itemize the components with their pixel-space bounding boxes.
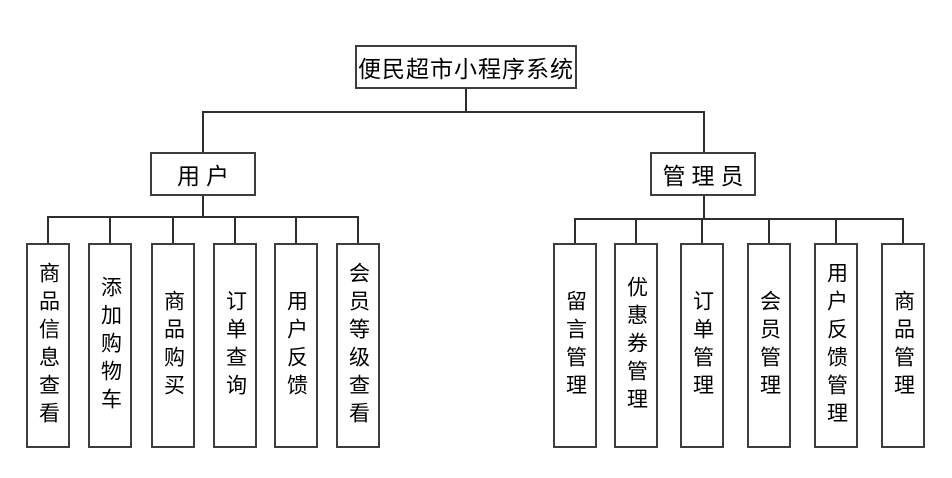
node-admin-label: 管理员 bbox=[662, 164, 750, 189]
connector-leaf-drop bbox=[357, 216, 359, 243]
connector-leaf-drop bbox=[902, 218, 904, 243]
connector-leaf-drop bbox=[295, 216, 297, 243]
connector-root-drop bbox=[465, 89, 467, 112]
connector-leaf-drop bbox=[768, 218, 770, 243]
leaf-label: 优惠券管理 bbox=[624, 275, 649, 416]
leaf-coupon-management: 优惠券管理 bbox=[614, 243, 658, 448]
leaf-label: 商品管理 bbox=[891, 289, 916, 402]
connector-leaf-drop bbox=[234, 216, 236, 243]
leaf-label: 商品购买 bbox=[161, 289, 186, 402]
leaf-label: 用户反馈 bbox=[284, 289, 309, 402]
connector-leaf-drop bbox=[635, 218, 637, 243]
connector-admin-bus bbox=[574, 218, 904, 220]
node-root-label: 便民超市小程序系统 bbox=[358, 57, 574, 82]
node-root-system: 便民超市小程序系统 bbox=[355, 45, 577, 89]
connector-leaf-drop bbox=[109, 216, 111, 243]
leaf-label: 用户反馈管理 bbox=[824, 261, 849, 430]
leaf-product-purchase: 商品购买 bbox=[151, 243, 195, 448]
node-user: 用户 bbox=[150, 152, 256, 196]
node-admin: 管理员 bbox=[650, 152, 756, 196]
leaf-product-management: 商品管理 bbox=[881, 243, 925, 448]
leaf-label: 留言管理 bbox=[563, 289, 588, 402]
connector-leaf-drop bbox=[172, 216, 174, 243]
connector-level2-bus bbox=[202, 111, 704, 113]
leaf-user-feedback: 用户反馈 bbox=[274, 243, 318, 448]
connector-user-bus bbox=[47, 216, 359, 218]
connector-leaf-drop bbox=[47, 216, 49, 243]
leaf-label: 添加购物车 bbox=[98, 275, 123, 416]
leaf-label: 商品信息查看 bbox=[36, 261, 61, 430]
connector-admin-stem bbox=[703, 196, 705, 219]
connector-user-drop bbox=[202, 111, 204, 152]
leaf-label: 订单管理 bbox=[690, 289, 715, 402]
node-user-label: 用户 bbox=[177, 164, 235, 189]
leaf-label: 订单查询 bbox=[223, 289, 248, 402]
leaf-member-management: 会员管理 bbox=[747, 243, 791, 448]
leaf-add-to-cart: 添加购物车 bbox=[88, 243, 132, 448]
leaf-label: 会员管理 bbox=[757, 289, 782, 402]
leaf-order-management: 订单管理 bbox=[680, 243, 724, 448]
leaf-message-management: 留言管理 bbox=[553, 243, 597, 448]
leaf-user-feedback-management: 用户反馈管理 bbox=[814, 243, 858, 448]
leaf-order-query: 订单查询 bbox=[213, 243, 257, 448]
connector-leaf-drop bbox=[574, 218, 576, 243]
connector-leaf-drop bbox=[835, 218, 837, 243]
connector-user-stem bbox=[202, 196, 204, 217]
leaf-member-level-view: 会员等级查看 bbox=[336, 243, 380, 448]
leaf-label: 会员等级查看 bbox=[346, 261, 371, 430]
connector-admin-drop bbox=[703, 111, 705, 152]
leaf-product-info-view: 商品信息查看 bbox=[26, 243, 70, 448]
connector-leaf-drop bbox=[701, 218, 703, 243]
